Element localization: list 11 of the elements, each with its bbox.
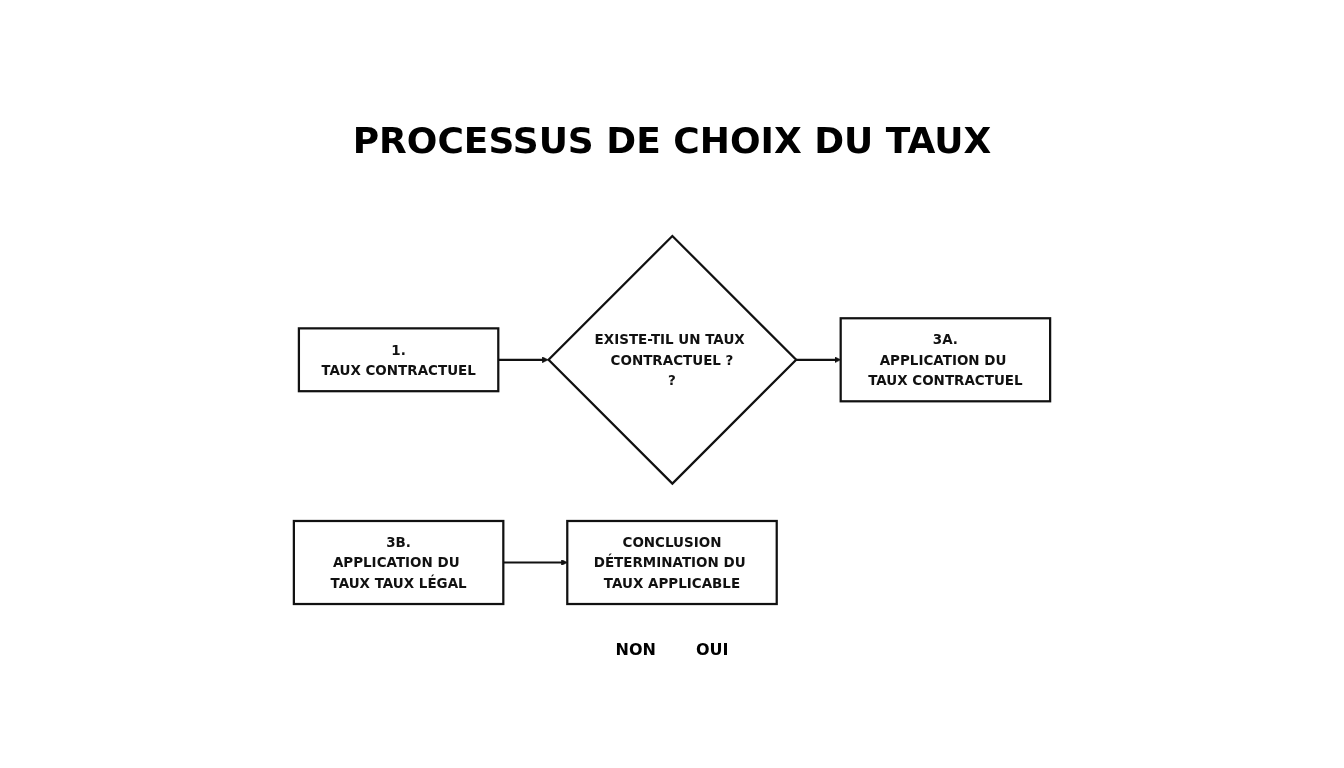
branch-label: NON (615, 640, 656, 659)
node-box: 3B. APPLICATION DU TAUX TAUX LÉGAL (292, 519, 505, 606)
node-diamond: EXISTE-TIL UN TAUX CONTRACTUEL ? ? (547, 234, 798, 486)
arrow (503, 559, 568, 566)
arrow (498, 356, 549, 364)
arrow (795, 356, 841, 364)
branch-label: OUI (695, 640, 729, 659)
diagram-title: PROCESSUS DE CHOIX DU TAUX (351, 120, 993, 161)
node-box: 3A. APPLICATION DU TAUX CONTRACTUEL (839, 317, 1052, 403)
node-box: CONCLUSION DÉTERMINATION DU TAUX APPLICABLE (566, 519, 778, 606)
node-box: 1. TAUX CONTRACTUEL (297, 327, 500, 393)
